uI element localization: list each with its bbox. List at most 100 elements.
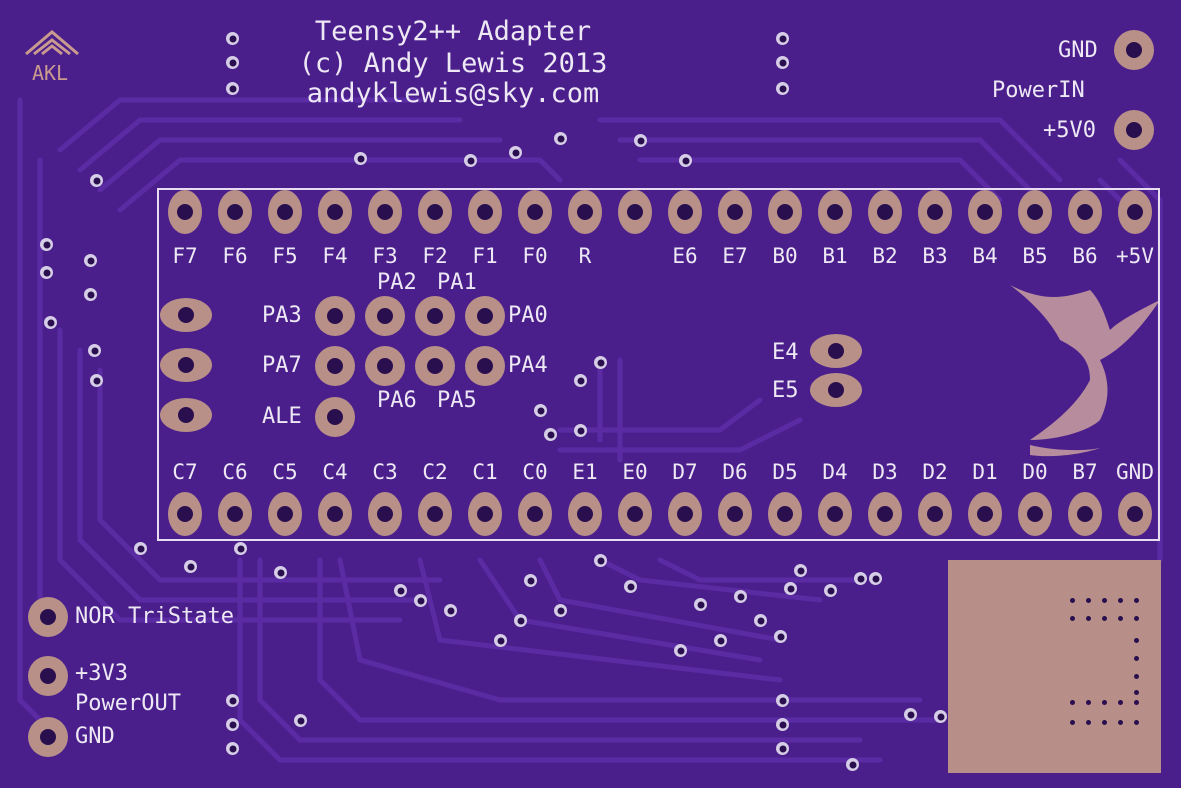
top-pin-pad (418, 190, 452, 234)
thermal-dot (1118, 700, 1123, 705)
via (134, 542, 147, 555)
via (674, 644, 687, 657)
via (679, 154, 692, 167)
via (40, 238, 53, 251)
pa2-label: PA2 (377, 270, 417, 295)
via (294, 714, 307, 727)
top-pin-label: +5V (1116, 244, 1154, 268)
via (184, 560, 197, 573)
bottom-pin-label: E1 (572, 460, 598, 484)
via (40, 266, 53, 279)
bottom-pin-pad (1118, 492, 1152, 536)
bottom-pin-pad (868, 492, 902, 536)
thermal-dot (1070, 616, 1075, 621)
thermal-dot (1118, 598, 1123, 603)
top-pin-label: B2 (872, 244, 898, 268)
bottom-pin-pad (318, 492, 352, 536)
via (514, 614, 527, 627)
thermal-dot (1102, 616, 1107, 621)
via (854, 572, 867, 585)
top-pin-pad (1068, 190, 1102, 234)
top-pin-label: F0 (522, 244, 548, 268)
bottom-pin-label: C1 (472, 460, 498, 484)
bottom-pin-pad (1018, 492, 1052, 536)
nor-tristate-pad (28, 597, 68, 637)
via (524, 574, 537, 587)
via (544, 428, 557, 441)
pa5-pad (415, 346, 455, 386)
via (226, 718, 239, 731)
bottom-pin-label: C2 (422, 460, 448, 484)
top-pin-pad (518, 190, 552, 234)
top-pin-label: F3 (372, 244, 398, 268)
via (934, 710, 947, 723)
via (394, 584, 407, 597)
bottom-pin-label: B7 (1072, 460, 1098, 484)
via (84, 254, 97, 267)
pa3-label: PA3 (262, 303, 302, 328)
thermal-dot (1086, 700, 1091, 705)
pa6-pad (365, 346, 405, 386)
via (774, 630, 787, 643)
via (44, 316, 57, 329)
top-pin-label: F1 (472, 244, 498, 268)
bottom-pin-pad (818, 492, 852, 536)
via (754, 614, 767, 627)
thermal-dot (1134, 598, 1139, 603)
teensy-outline (157, 188, 1160, 541)
top-pin-pad (268, 190, 302, 234)
via (734, 590, 747, 603)
bottom-pin-label: C3 (372, 460, 398, 484)
thermal-dot (1134, 690, 1139, 695)
thermal-dot (1070, 598, 1075, 603)
bottom-pin-label: D5 (772, 460, 798, 484)
top-pin-pad (1118, 190, 1152, 234)
pa5-label: PA5 (437, 388, 477, 413)
pa0-label: PA0 (508, 303, 548, 328)
via (776, 82, 789, 95)
thermal-dot (1134, 616, 1139, 621)
title-line-1: Teensy2++ Adapter (314, 16, 592, 47)
bottom-pin-label: D0 (1022, 460, 1048, 484)
top-pin-pad (368, 190, 402, 234)
via (776, 32, 789, 45)
bottom-pin-label: C7 (172, 460, 198, 484)
bottom-pin-label: D4 (822, 460, 848, 484)
thermal-dot (1086, 720, 1091, 725)
via (904, 708, 917, 721)
bottom-pin-pad (768, 492, 802, 536)
ale-label: ALE (262, 404, 302, 429)
top-pin-label: F5 (272, 244, 298, 268)
via (444, 604, 457, 617)
top-pin-label: B6 (1072, 244, 1098, 268)
top-pin-pad (818, 190, 852, 234)
title-line-3: andyklewis@sky.com (306, 78, 600, 109)
via (226, 32, 239, 45)
pa2-pad (365, 296, 405, 336)
bottom-pin-pad (918, 492, 952, 536)
bottom-pin-pad (168, 492, 202, 536)
via (776, 742, 789, 755)
bottom-pin-pad (1068, 492, 1102, 536)
v33-label: +3V3 (75, 661, 128, 686)
e5-pad (810, 373, 862, 407)
thermal-dot (1134, 656, 1139, 661)
via (354, 152, 367, 165)
via (714, 634, 727, 647)
pa3-pad (315, 296, 355, 336)
via (226, 82, 239, 95)
pa4-label: PA4 (508, 353, 548, 378)
thermal-dot (1070, 720, 1075, 725)
v33-pad (28, 656, 68, 696)
top-pin-label: E6 (672, 244, 698, 268)
top-pin-pad (768, 190, 802, 234)
top-pin-pad (318, 190, 352, 234)
via (494, 634, 507, 647)
bottom-pin-pad (968, 492, 1002, 536)
thermal-dot (1086, 598, 1091, 603)
top-pin-pad (718, 190, 752, 234)
top-pin-label: R (578, 244, 592, 268)
thermal-dot (1102, 700, 1107, 705)
top-pin-label: F7 (172, 244, 198, 268)
